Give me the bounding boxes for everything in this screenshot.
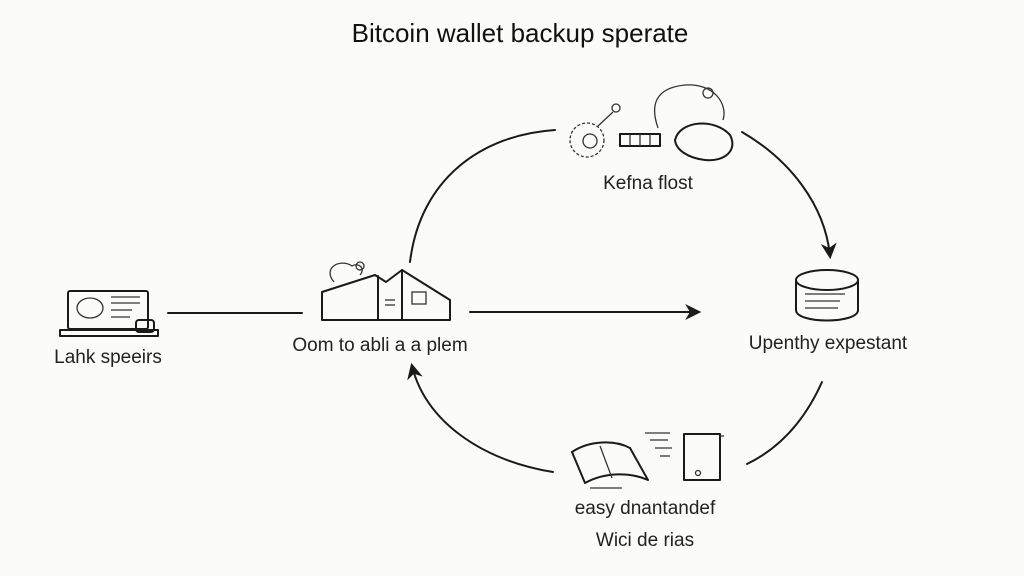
node-label-bottom: easy dnantandef	[575, 498, 716, 519]
laptop-icon	[59, 290, 159, 337]
node-label-building: Oom to abli a a plem	[292, 335, 467, 356]
diagram-title: Bitcoin wallet backup sperate	[352, 18, 689, 48]
arrow-bottom-building	[407, 362, 554, 473]
building-icon	[321, 261, 451, 321]
database-icon	[795, 269, 859, 322]
arc-database-bottom	[746, 381, 823, 465]
node-label-laptop: Lahk speeirs	[54, 347, 162, 368]
arc-building-top	[409, 129, 556, 263]
node-sublabel-bottom: Wici de rias	[596, 530, 694, 551]
node-label-database: Upenthy expestant	[749, 333, 908, 354]
arrow-top-database	[741, 131, 837, 260]
book-device-icon	[571, 432, 724, 489]
node-label-top: Kefna flost	[603, 173, 693, 194]
key-lock-icon	[569, 84, 734, 162]
